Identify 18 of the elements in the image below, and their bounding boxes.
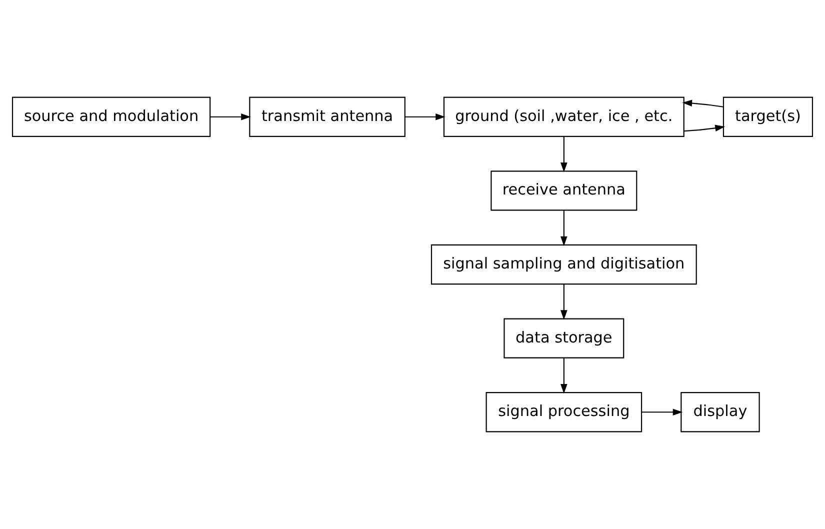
node-box: data storage (504, 318, 624, 358)
node-box: target(s) (722, 96, 814, 137)
arrow (684, 124, 725, 132)
node-box: display (680, 392, 760, 432)
node-box: ground (soil ,water, ice , etc. (443, 96, 684, 137)
arrow (682, 100, 724, 108)
node-box: source and modulation (12, 96, 211, 137)
node-box: signal sampling and digitisation (430, 244, 697, 285)
arrow (210, 113, 251, 120)
arrow (560, 358, 568, 394)
arrow (560, 210, 568, 246)
node-box: signal processing (486, 392, 642, 432)
arrow (404, 113, 446, 120)
node-box: receive antenna (490, 170, 638, 211)
arrow (560, 284, 568, 320)
arrow (642, 408, 683, 416)
node-box: transmit antenna (249, 96, 406, 137)
arrow (560, 136, 568, 172)
